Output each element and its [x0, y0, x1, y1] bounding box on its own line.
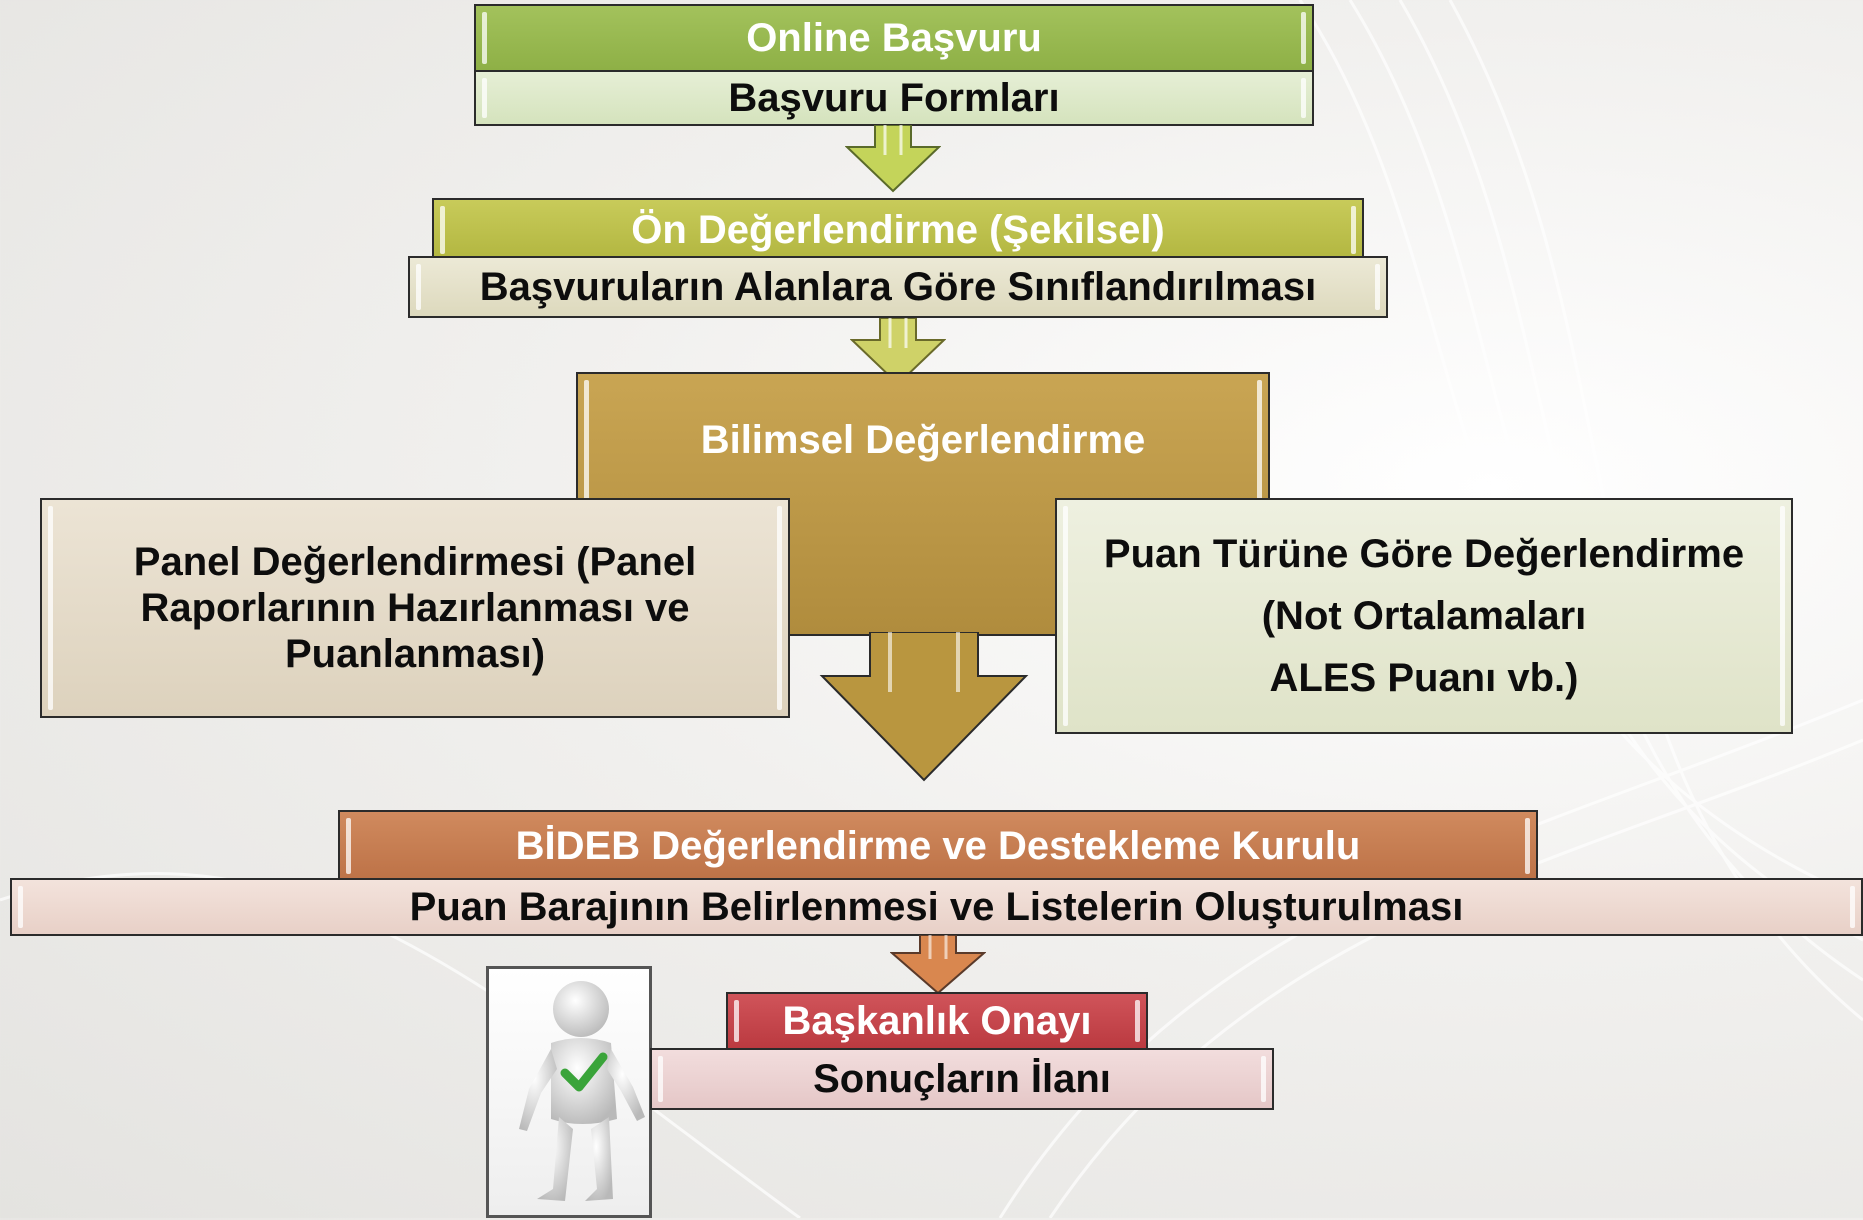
application-forms-box: Başvuru Formları [474, 70, 1314, 126]
down-arrow-icon [890, 935, 986, 995]
panel-evaluation-line3: Puanlanması) [284, 632, 546, 676]
online-application-header: Online Başvuru [474, 4, 1314, 72]
bideb-board-title: BİDEB Değerlendirme ve Destekleme Kurulu [515, 823, 1361, 868]
results-announcement-box: Sonuçların İlanı [650, 1048, 1274, 1110]
pre-evaluation-title: Ön Değerlendirme (Şekilsel) [631, 207, 1165, 252]
down-arrow-icon [845, 125, 941, 193]
pre-evaluation-header: Ön Değerlendirme (Şekilsel) [432, 198, 1364, 262]
score-evaluation-box: Puan Türüne Göre Değerlendirme (Not Orta… [1055, 498, 1793, 734]
results-announcement-label: Sonuçların İlanı [813, 1056, 1111, 1101]
classification-box: Başvuruların Alanlara Göre Sınıflandırıl… [408, 256, 1388, 318]
threshold-lists-box: Puan Barajının Belirlenmesi ve Listeleri… [10, 878, 1863, 936]
online-application-title: Online Başvuru [746, 15, 1042, 60]
down-arrow-icon [850, 318, 946, 386]
person-checkmark-icon [519, 981, 645, 1201]
application-forms-label: Başvuru Formları [728, 75, 1060, 120]
classification-label: Başvuruların Alanlara Göre Sınıflandırıl… [479, 264, 1317, 309]
score-evaluation-line3: ALES Puanı vb.) [1269, 656, 1579, 700]
panel-evaluation-line1: Panel Değerlendirmesi (Panel [133, 540, 697, 584]
score-evaluation-line2: (Not Ortalamaları [1261, 594, 1587, 638]
bideb-board-header: BİDEB Değerlendirme ve Destekleme Kurulu [338, 810, 1538, 882]
panel-evaluation-box: Panel Değerlendirmesi (Panel Raporlarını… [40, 498, 790, 718]
person-figure-frame [486, 966, 652, 1218]
threshold-lists-label: Puan Barajının Belirlenmesi ve Listeleri… [409, 884, 1464, 929]
score-evaluation-line1: Puan Türüne Göre Değerlendirme [1103, 532, 1745, 576]
panel-evaluation-line2: Raporlarının Hazırlanması ve [140, 586, 690, 630]
presidency-approval-title: Başkanlık Onayı [782, 998, 1092, 1043]
big-down-arrow-icon [819, 632, 1029, 782]
presidency-approval-header: Başkanlık Onayı [726, 992, 1148, 1050]
scientific-evaluation-title: Bilimsel Değerlendirme [700, 418, 1146, 462]
